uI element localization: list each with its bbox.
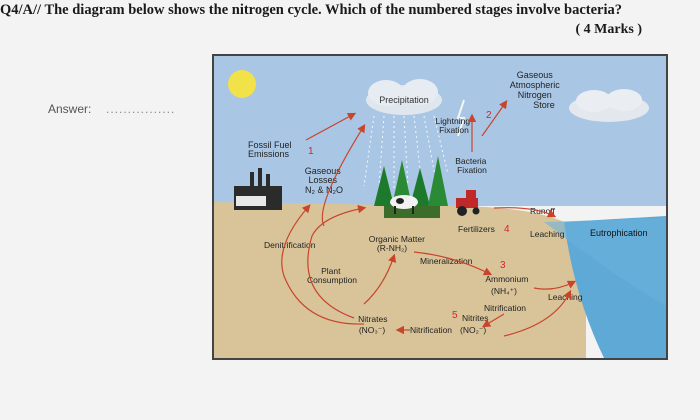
nitrites-formula-label: (NO₂⁻) <box>460 325 486 335</box>
nitrification-1-label: Nitrification <box>484 303 526 313</box>
stage-5-number: 5 <box>452 310 458 321</box>
rain-icon <box>363 115 449 191</box>
question-text: Q4/A// The diagram below shows the nitro… <box>0 2 623 18</box>
answer-label: Answer: <box>48 102 92 116</box>
answer-field[interactable]: ................ <box>106 102 176 116</box>
stage-2-number: 2 <box>486 110 492 121</box>
trees-icon <box>374 156 448 218</box>
atmospheric-cloud-icon <box>569 89 649 122</box>
sun-icon <box>228 70 256 98</box>
mineralization-label: Mineralization <box>420 256 473 266</box>
fertilizers-label: Fertilizers <box>458 224 495 234</box>
runoff-label: Runoff <box>530 206 556 216</box>
soil <box>214 202 586 358</box>
nitrification-2-label: Nitrification <box>410 325 452 335</box>
factory-icon <box>234 168 282 210</box>
gaseous-store-label: Gaseous Atmospheric Nitrogen Store <box>510 70 563 110</box>
plant-consumption-label: Plant Consumption <box>307 266 357 285</box>
marks-label: ( 4 Marks ) <box>575 22 643 37</box>
stage-1-number: 1 <box>308 146 314 157</box>
cow-icon <box>390 195 418 214</box>
nitrogen-cycle-diagram: Precipitation Gaseous Atmospheric Nitrog… <box>212 54 668 360</box>
stage-4-number: 4 <box>504 224 510 235</box>
nitrites-label: Nitrites <box>462 313 488 323</box>
precipitation-cloud-icon <box>366 79 442 115</box>
precipitation-label: Precipitation <box>379 95 429 105</box>
organic-matter-label: Organic Matter (R-NH₂) <box>369 234 428 253</box>
denitrification-label: Denitrification <box>264 240 316 250</box>
nitrates-label: Nitrates (NO₃⁻) <box>358 314 390 335</box>
lightning-fixation-label: Lightning Fixation <box>436 116 473 135</box>
eutrophication-label: Eutrophication <box>590 228 648 238</box>
gaseous-losses-label: Gaseous Losses N₂ & N₂O <box>305 166 344 195</box>
bacteria-fixation-label: Bacteria Fixation <box>455 156 489 175</box>
lightning-icon <box>456 99 466 137</box>
ammonium-label: Ammonium (NH₄⁺) <box>485 274 530 296</box>
stage-3-number: 3 <box>500 260 506 271</box>
tractor-icon <box>456 190 480 216</box>
fossil-fuel-label: Fossil Fuel Emissions <box>248 140 294 159</box>
leaching-top-label: Leaching <box>530 229 565 239</box>
